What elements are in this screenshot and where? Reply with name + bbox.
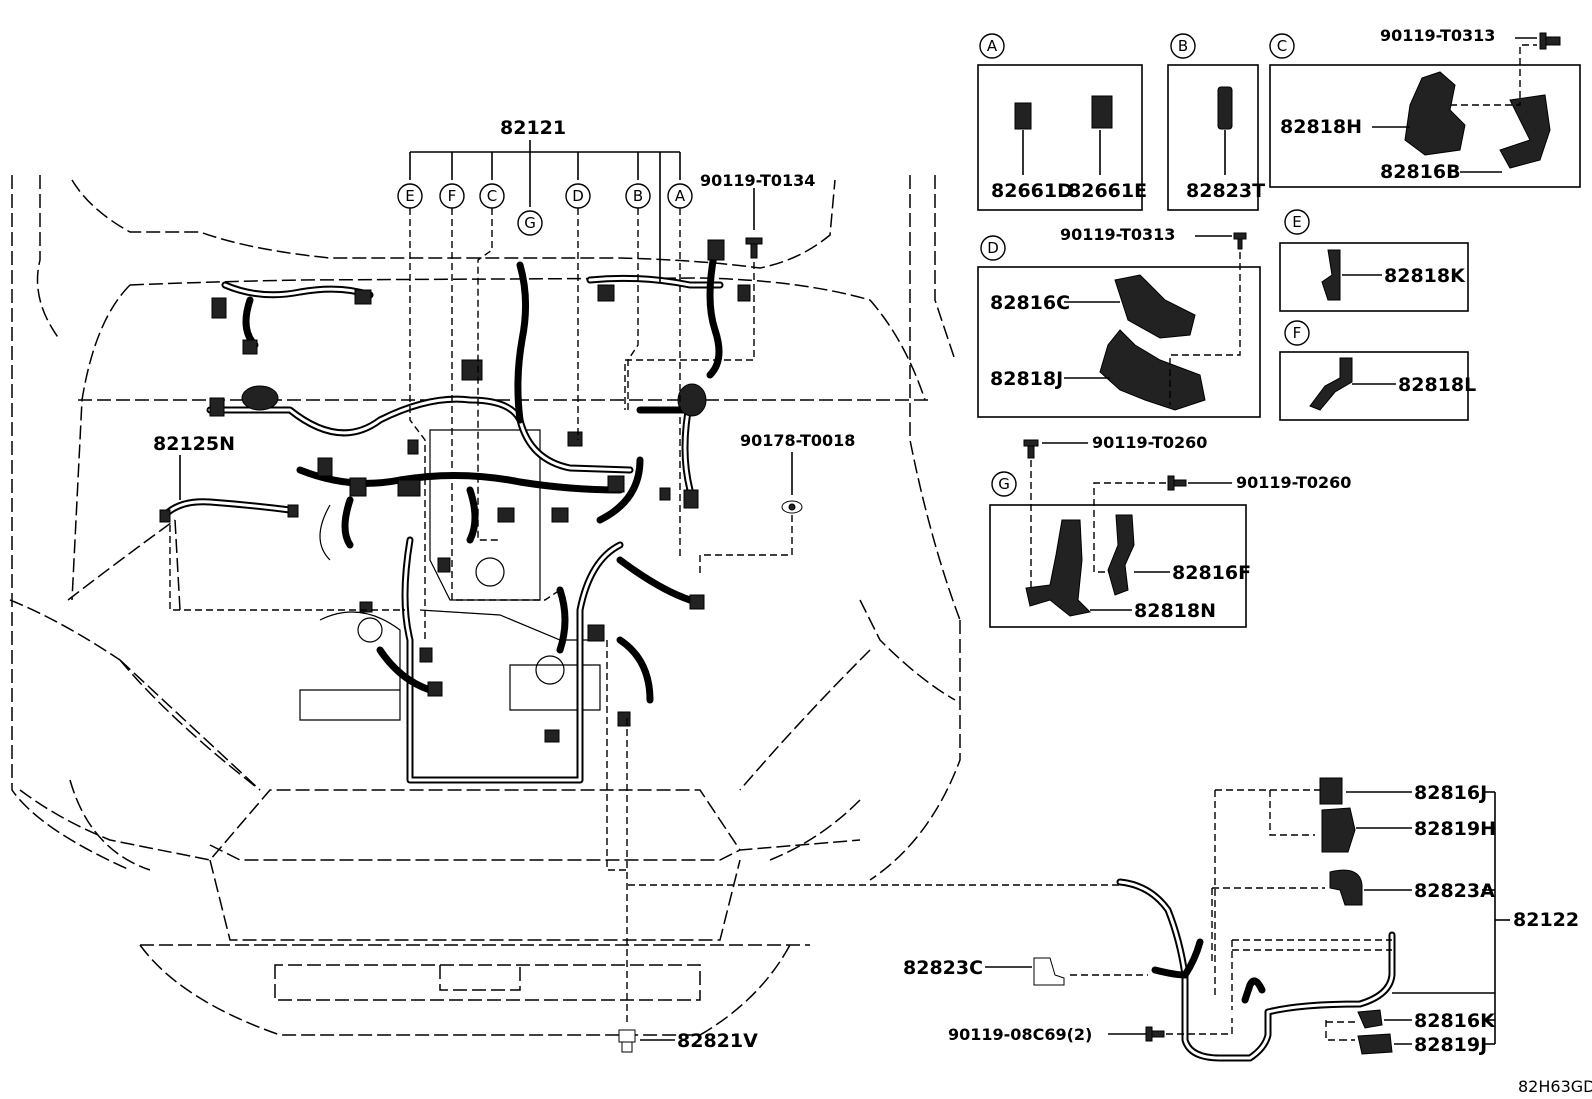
detail-F-letter: F bbox=[1293, 324, 1302, 342]
label-90119-08C69: 90119-08C69(2) bbox=[948, 1025, 1092, 1044]
detail-G-letter: G bbox=[998, 475, 1010, 493]
sub-harness-leaders bbox=[628, 789, 1510, 1045]
diagram-code: 82H63GD bbox=[1518, 1077, 1592, 1096]
letter-G: G bbox=[524, 214, 536, 232]
letter-A: A bbox=[675, 187, 686, 205]
detail-C-panel: C bbox=[1269, 33, 1581, 188]
detail-E-panel: E bbox=[1279, 209, 1469, 312]
detail-B-letter: B bbox=[1178, 37, 1188, 55]
detail-B-panel: B bbox=[1167, 33, 1259, 211]
label-82823A: 82823A bbox=[1414, 880, 1495, 902]
label-90119-T0313-D: 90119-T0313 bbox=[1060, 225, 1175, 244]
label-82661E: 82661E bbox=[1068, 180, 1147, 202]
detail-A-panel: A bbox=[977, 33, 1143, 211]
label-90178-T0018: 90178-T0018 bbox=[740, 431, 855, 450]
label-82823C: 82823C bbox=[903, 957, 983, 979]
label-82823T: 82823T bbox=[1186, 180, 1265, 202]
label-90119-T0260-top: 90119-T0260 bbox=[1092, 433, 1207, 452]
detail-C-letter: C bbox=[1277, 37, 1287, 55]
sub-harness-82122[interactable] bbox=[1116, 878, 1396, 1062]
label-82122: 82122 bbox=[1513, 909, 1579, 931]
detail-E-letter: E bbox=[1292, 213, 1301, 231]
label-82816F: 82816F bbox=[1172, 562, 1251, 584]
letter-C: C bbox=[487, 187, 497, 205]
label-82819J: 82819J bbox=[1414, 1034, 1487, 1056]
clip-90178-T0018[interactable] bbox=[699, 452, 803, 575]
label-82816C: 82816C bbox=[990, 292, 1070, 314]
label-82818H: 82818H bbox=[1280, 116, 1362, 138]
letter-B: B bbox=[633, 187, 643, 205]
detail-A-letter: A bbox=[987, 37, 998, 55]
label-82821V: 82821V bbox=[677, 1030, 758, 1052]
label-82816K: 82816K bbox=[1414, 1010, 1496, 1032]
bolt-90119-T0313-C[interactable] bbox=[1515, 32, 1561, 50]
label-82816B: 82816B bbox=[1380, 161, 1461, 183]
label-82125N: 82125N bbox=[153, 433, 235, 455]
letter-F: F bbox=[448, 187, 457, 205]
main-harness-callout-tree bbox=[409, 140, 681, 282]
label-82819H: 82819H bbox=[1414, 818, 1496, 840]
label-82818L: 82818L bbox=[1398, 374, 1476, 396]
label-82121: 82121 bbox=[500, 117, 566, 139]
letter-leader-lines bbox=[409, 208, 681, 640]
main-harness-82121[interactable] bbox=[206, 246, 724, 784]
label-82816J: 82816J bbox=[1414, 782, 1487, 804]
vehicle-body-outline bbox=[9, 175, 961, 1036]
label-90119-T0260-right: 90119-T0260 bbox=[1236, 473, 1351, 492]
detail-D-panel: D bbox=[977, 232, 1261, 418]
detail-D-letter: D bbox=[987, 239, 999, 257]
label-90119-T0313-C: 90119-T0313 bbox=[1380, 26, 1495, 45]
label-82818K: 82818K bbox=[1384, 265, 1466, 287]
label-90119-T0134: 90119-T0134 bbox=[700, 171, 815, 190]
label-82661D: 82661D bbox=[991, 180, 1073, 202]
label-82818J: 82818J bbox=[990, 368, 1063, 390]
leader-82125N-dash bbox=[169, 525, 405, 611]
bolt-90119-T0134[interactable] bbox=[624, 188, 763, 410]
detail-G-panel: G bbox=[989, 439, 1247, 628]
letter-D: D bbox=[572, 187, 584, 205]
letter-E: E bbox=[405, 187, 414, 205]
main-harness-connectors bbox=[209, 239, 751, 743]
label-82818N: 82818N bbox=[1134, 600, 1216, 622]
detail-F-panel: F bbox=[1279, 320, 1469, 421]
sub-harness-parts bbox=[1033, 777, 1393, 1055]
clip-82821V[interactable] bbox=[606, 640, 675, 1053]
harness-82125N[interactable] bbox=[159, 498, 299, 523]
main-diagram-letters: E F C G D B A bbox=[397, 183, 693, 236]
